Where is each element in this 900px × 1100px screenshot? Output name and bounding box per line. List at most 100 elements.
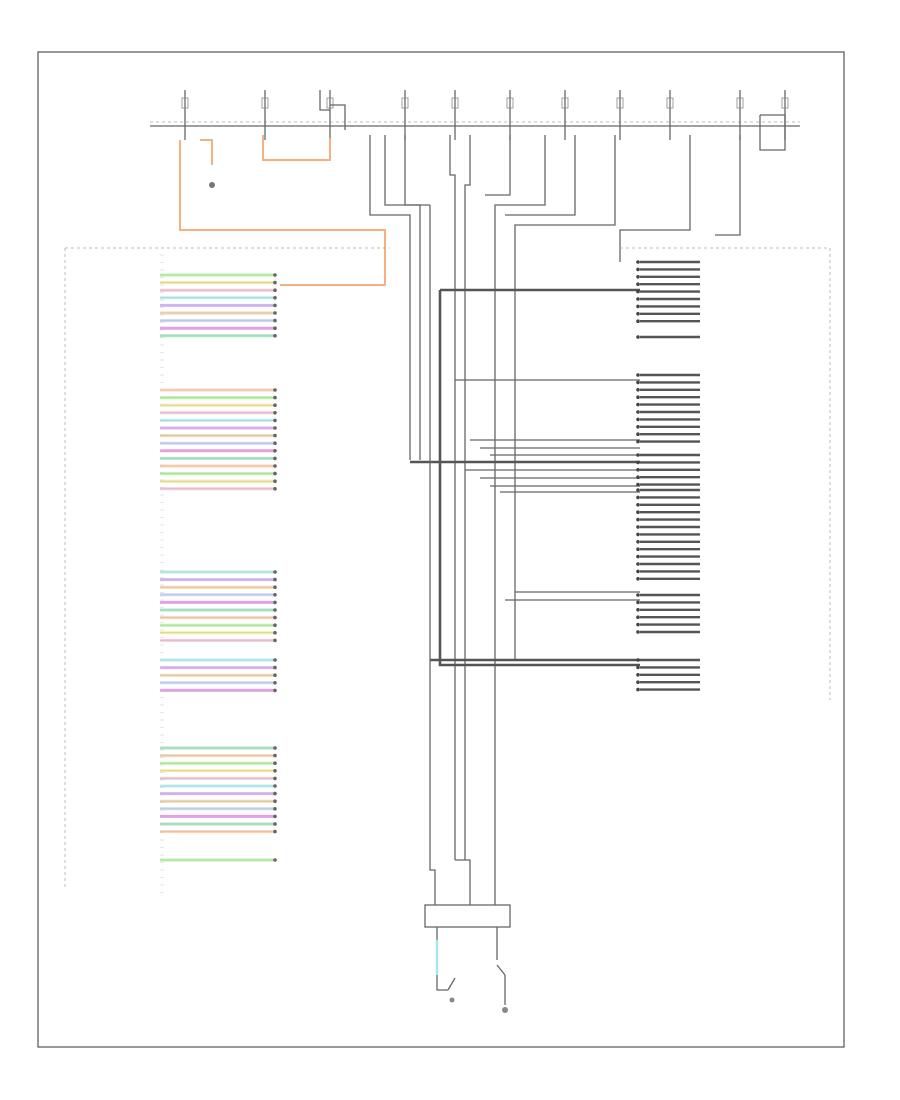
right-pin-row (636, 547, 700, 551)
left-pin-row (160, 814, 277, 819)
left-pin-row (160, 631, 277, 635)
right-pin-row (636, 482, 700, 487)
top-component-t5 (451, 90, 459, 140)
left-pin-row (160, 791, 277, 796)
right-pin-row (636, 453, 700, 457)
right-pin-row (636, 282, 700, 287)
left-pin-row (160, 280, 277, 285)
left-pin-row (160, 388, 277, 392)
left-pin-row (160, 658, 277, 662)
ground-icon (449, 997, 455, 1003)
left-pin-row (160, 426, 277, 430)
right-pin-row (636, 297, 700, 301)
left-pin-row (160, 638, 277, 643)
right-pin-row (636, 267, 700, 272)
right-pin-row (636, 622, 700, 627)
right-pin-row (636, 432, 700, 437)
right-pin-row (636, 525, 700, 529)
right-pin-row (636, 460, 700, 465)
left-pin-row (160, 296, 277, 300)
right-pin-row (636, 289, 700, 294)
top-component-t10 (736, 90, 744, 140)
left-pin-row (160, 395, 277, 400)
right-pin-row (636, 554, 700, 559)
left-pin-row (160, 570, 277, 574)
left-pin-row (160, 403, 277, 408)
left-pin-row (160, 829, 277, 834)
left-pin-row (160, 464, 277, 468)
left-pin-row (160, 303, 277, 308)
right-pin-row (636, 395, 700, 400)
left-pin-row (160, 608, 277, 612)
right-pin-row (636, 425, 700, 429)
top-component-t1 (181, 90, 189, 140)
right-pin-row (636, 468, 700, 472)
right-pin-row (636, 569, 700, 574)
right-pin-row (636, 562, 700, 566)
left-pin-row (160, 784, 277, 788)
left-pin-row (160, 418, 277, 423)
left-pin-row (160, 761, 277, 765)
right-pin-row (636, 439, 700, 444)
right-pin-row (636, 495, 700, 500)
left-pin-row (160, 776, 277, 781)
left-pin-row (160, 456, 277, 461)
top-component-t3 (326, 90, 334, 140)
left-pin-row (160, 288, 277, 293)
left-pin-row (160, 593, 277, 597)
left-pin-row (160, 615, 277, 620)
right-pin-row (636, 687, 700, 692)
top-component-t8 (616, 90, 624, 140)
right-pin-row (636, 510, 700, 514)
left-pin-row (160, 577, 277, 582)
right-pin-row (636, 665, 700, 670)
right-pin-row (636, 417, 700, 422)
top-component-t7 (561, 90, 569, 140)
right-pin-row (636, 517, 700, 522)
left-pin-row (160, 769, 277, 773)
right-pin-row (636, 593, 700, 597)
left-pin-row (160, 311, 277, 315)
left-module-boundary (64, 247, 390, 890)
top-components (181, 90, 789, 140)
right-pin-row (636, 475, 700, 480)
central-wire-bundle (319, 90, 786, 905)
right-pin-row (636, 275, 700, 279)
left-connector-rows (160, 254, 277, 893)
right-pin-row (636, 488, 700, 492)
left-pin-row (160, 753, 277, 758)
right-pin-row (636, 335, 700, 339)
orange-power-wires (179, 135, 386, 286)
left-pin-row (160, 746, 277, 750)
right-pin-row (636, 680, 700, 684)
bottom-component (424, 904, 511, 1013)
ground-icon (502, 1007, 508, 1013)
left-pin-row (160, 807, 277, 811)
left-pin-row (160, 665, 277, 670)
left-pin-row (160, 411, 277, 415)
right-pin-row (636, 532, 700, 537)
right-pin-row (636, 615, 700, 619)
right-branch-wires (455, 379, 640, 601)
top-component-t2 (261, 90, 269, 140)
right-connector-rows (636, 260, 700, 692)
left-pin-row (160, 600, 277, 605)
left-pin-row (160, 681, 277, 685)
right-pin-row (636, 312, 700, 316)
left-pin-row (160, 318, 277, 323)
right-pin-row (636, 540, 700, 544)
right-pin-row (636, 260, 700, 264)
top-component-t6 (506, 90, 514, 140)
ground-icon (209, 182, 215, 188)
left-pin-row (160, 858, 277, 862)
right-pin-row (636, 673, 700, 677)
left-pin-row (160, 799, 277, 803)
right-pin-row (636, 577, 700, 581)
left-pin-row (160, 688, 277, 693)
left-pin-row (160, 334, 277, 338)
right-pin-row (636, 600, 700, 605)
right-module-boundary (620, 247, 831, 700)
right-pin-row (636, 608, 700, 612)
left-pin-row (160, 433, 277, 438)
left-pin-row (160, 479, 277, 484)
